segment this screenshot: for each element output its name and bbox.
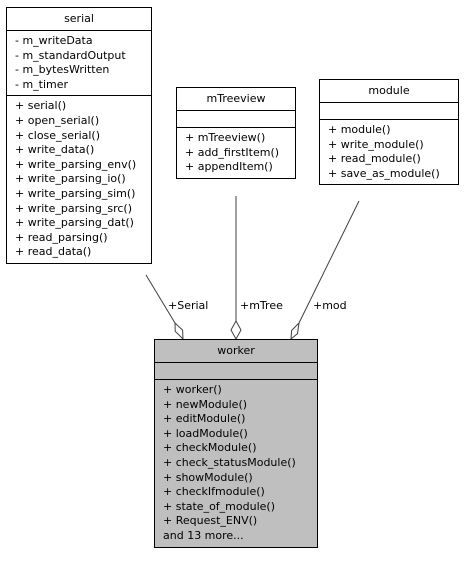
class-serial-title: serial bbox=[7, 8, 151, 31]
method: + appendItem() bbox=[185, 160, 273, 174]
method: + save_as_module() bbox=[328, 166, 440, 180]
method: + worker() bbox=[163, 383, 222, 396]
method: + serial() bbox=[15, 99, 67, 113]
method: + showModule() bbox=[163, 470, 253, 484]
class-mtreeview-title: mTreeview bbox=[177, 88, 295, 111]
method: + write_module() bbox=[328, 137, 424, 151]
method: + write_parsing_src() bbox=[15, 201, 132, 215]
method: + module() bbox=[328, 123, 391, 136]
method: + open_serial() bbox=[15, 113, 100, 127]
attribute: - m_writeData bbox=[15, 34, 93, 47]
method: + close_serial() bbox=[15, 128, 101, 142]
edge-label-mod: +mod bbox=[313, 299, 347, 312]
class-mtreeview-attributes bbox=[177, 111, 295, 128]
class-mtreeview: mTreeview + mTreeview() + add_firstItem(… bbox=[176, 87, 296, 179]
class-worker-methods: + worker() + newModule() + editModule() … bbox=[155, 380, 317, 547]
class-worker-attributes bbox=[155, 363, 317, 380]
attribute: - m_standardOutput bbox=[15, 48, 126, 62]
method: + state_of_module() bbox=[163, 499, 275, 513]
class-serial-attributes: - m_writeData - m_standardOutput - m_byt… bbox=[7, 31, 151, 97]
method: + read_module() bbox=[328, 152, 421, 166]
attribute: - m_timer bbox=[15, 77, 69, 91]
method-overflow: and 13 more... bbox=[163, 528, 244, 542]
class-mtreeview-methods: + mTreeview() + add_firstItem() + append… bbox=[177, 128, 295, 178]
method: + write_parsing_sim() bbox=[15, 186, 136, 200]
method: + write_parsing_env() bbox=[15, 157, 137, 171]
method: + write_parsing_dat() bbox=[15, 216, 134, 230]
method: + loadModule() bbox=[163, 426, 248, 440]
class-worker-title: worker bbox=[155, 340, 317, 363]
method: + write_parsing_io() bbox=[15, 172, 126, 186]
aggregation-diamond-mod bbox=[290, 321, 300, 341]
class-module-attributes bbox=[320, 103, 458, 120]
class-worker: worker + worker() + newModule() + editMo… bbox=[154, 339, 318, 548]
class-module-title: module bbox=[320, 80, 458, 103]
class-serial: serial - m_writeData - m_standardOutput … bbox=[6, 7, 152, 264]
method: + check_statusModule() bbox=[163, 455, 296, 469]
edge-label-serial: +Serial bbox=[168, 299, 209, 312]
class-serial-methods: + serial() + open_serial() + close_seria… bbox=[7, 96, 151, 263]
method: + write_data() bbox=[15, 143, 95, 157]
aggregation-diamond-serial bbox=[174, 321, 184, 341]
attribute: - m_bytesWritten bbox=[15, 63, 110, 77]
edge-serial-worker bbox=[145, 274, 176, 324]
method: + mTreeview() bbox=[185, 131, 266, 144]
method: + Request_ENV() bbox=[163, 514, 258, 528]
method: + read_data() bbox=[15, 245, 92, 259]
method: + newModule() bbox=[163, 397, 248, 411]
edge-module-worker bbox=[298, 200, 360, 324]
method: + editModule() bbox=[163, 412, 246, 426]
aggregation-diamond-mtree bbox=[230, 319, 242, 341]
method: + read_parsing() bbox=[15, 230, 108, 244]
method: + checkIfmodule() bbox=[163, 485, 265, 499]
class-module: module + module() + write_module() + rea… bbox=[319, 79, 459, 186]
method: + checkModule() bbox=[163, 441, 257, 455]
edge-label-mtree: +mTree bbox=[240, 299, 283, 312]
class-module-methods: + module() + write_module() + read_modul… bbox=[320, 120, 458, 184]
method: + add_firstItem() bbox=[185, 145, 280, 159]
